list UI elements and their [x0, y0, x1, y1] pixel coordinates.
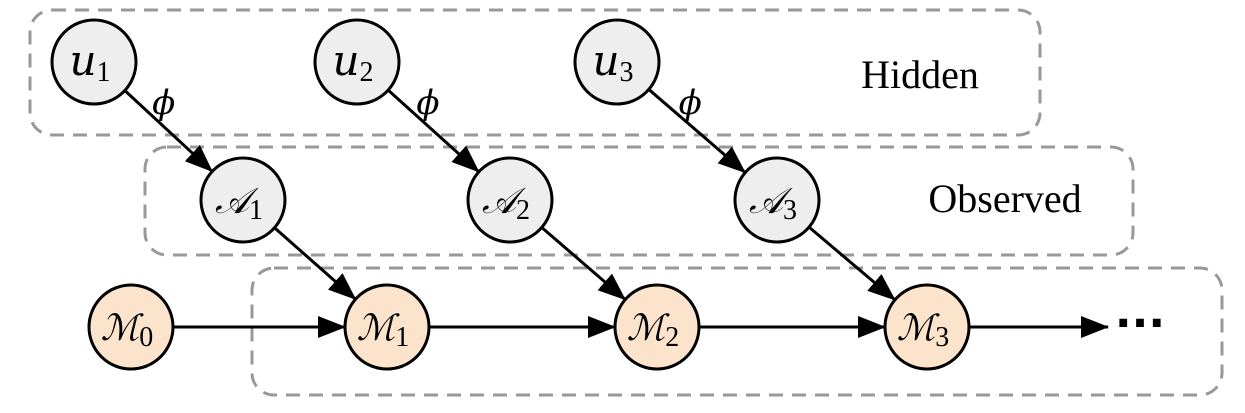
node-M0: ℳ0: [87, 283, 175, 371]
edge-label-phi: ϕ: [416, 83, 439, 123]
node-u3: u3: [573, 18, 661, 106]
node-M3: ℳ3: [883, 283, 971, 371]
node-u1: u1: [50, 18, 138, 106]
node-subscript: 3: [620, 57, 634, 88]
node-u1-circle: [50, 18, 138, 106]
node-subscript: 3: [783, 195, 797, 226]
node-M0-label: ℳ0: [101, 308, 154, 353]
edge-A3-to-M3: [808, 225, 896, 302]
edge-A1-to-M1: [273, 226, 357, 301]
node-M1-label: ℳ1: [357, 308, 410, 353]
node-M3-circle: [883, 283, 971, 371]
node-subscript: 0: [139, 322, 153, 353]
node-u1-label: u1: [69, 36, 110, 88]
node-subscript: 2: [516, 195, 530, 226]
node-symbol: ℳ: [101, 308, 144, 349]
node-u3-circle: [573, 18, 661, 106]
group-box-observed: [143, 145, 1135, 257]
node-A3-circle: [733, 156, 821, 244]
node-symbol: ℳ: [627, 308, 670, 349]
node-u3-label: u3: [592, 36, 633, 88]
group-label-hidden: Hidden: [861, 52, 979, 97]
node-u2: u2: [313, 18, 401, 106]
node-subscript: 2: [360, 57, 374, 88]
group-box-hidden: [28, 8, 1042, 137]
edge-u2-to-A2: [387, 89, 480, 173]
group-label-observed: Observed: [928, 176, 1081, 221]
edge-u3-to-A3: [647, 88, 747, 174]
node-subscript: 2: [665, 322, 679, 353]
node-u2-circle: [313, 18, 401, 106]
node-M2-label: ℳ2: [627, 308, 680, 353]
node-M3-label: ℳ3: [897, 308, 950, 353]
node-A2-circle: [466, 156, 554, 244]
continuation-ellipsis: ···: [1115, 298, 1165, 349]
node-A1: 𝒜1: [199, 156, 287, 244]
edges: [123, 88, 1109, 338]
node-A1-circle: [199, 156, 287, 244]
edge-u1-to-A1: [123, 89, 214, 173]
node-subscript: 1: [97, 57, 111, 88]
group-box-memory: [250, 266, 1224, 397]
node-subscript: 3: [935, 322, 949, 353]
node-symbol: u: [69, 36, 96, 85]
node-A3: 𝒜3: [733, 156, 821, 244]
node-symbol: u: [592, 36, 619, 85]
node-M1: ℳ1: [343, 283, 431, 371]
edge-label-phi: ϕ: [679, 83, 702, 123]
edge-label-phi: ϕ: [152, 83, 175, 123]
node-symbol: ℳ: [897, 308, 940, 349]
edge-A2-to-M2: [540, 226, 627, 301]
node-u2-label: u2: [332, 36, 373, 88]
node-M1-circle: [343, 283, 431, 371]
node-A2: 𝒜2: [466, 156, 554, 244]
node-M2-circle: [613, 283, 701, 371]
node-symbol: u: [332, 36, 359, 85]
node-symbol: ℳ: [357, 308, 400, 349]
node-M2: ℳ2: [613, 283, 701, 371]
node-M0-circle: [87, 283, 175, 371]
node-subscript: 1: [249, 195, 263, 226]
node-subscript: 1: [395, 322, 409, 353]
